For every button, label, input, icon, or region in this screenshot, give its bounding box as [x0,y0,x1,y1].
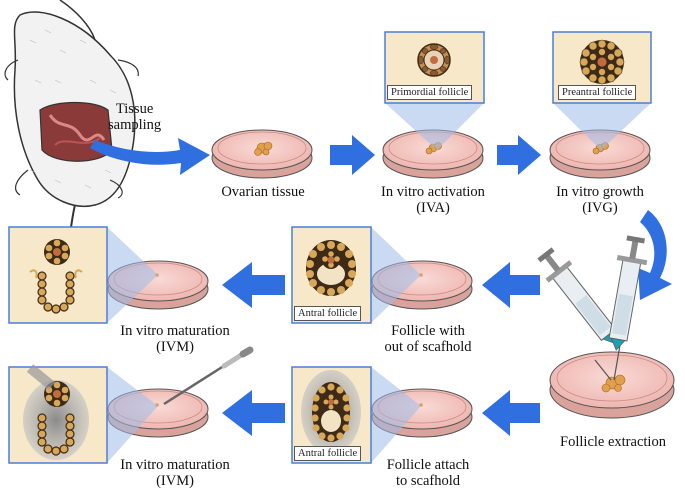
label-tissue-sampling: Tissue sampling [108,101,162,133]
arrow-to-ivg [497,135,541,175]
syringe-left [537,247,617,381]
inset-ivm-top [8,226,158,324]
arrow-extraction-to-attach [482,390,540,436]
caption-primordial-follicle: Primordial follicle [387,85,473,100]
label-ovarian-tissue: Ovarian tissue [221,184,305,200]
caption-antral-follicle-bottom: Antral follicle [294,446,362,461]
label-follicle-attach: Follicle attach to scafhold [386,457,470,489]
arrow-tissue-sampling [90,138,210,175]
arrow-out-to-ivm-top [222,262,285,308]
label-ivm-top: In vitro maturation (IVM) [120,323,230,355]
inset-preantral [552,31,652,150]
petri-dish-extraction [549,351,675,419]
label-iva: In vitro activation (IVA) [381,184,485,216]
inset-ivm-bottom [8,364,158,464]
label-out-of-scaffold: Follicle with out of scafhold [384,323,472,355]
caption-preantral-follicle: Preantral follicle [558,85,637,100]
syringe-right [608,235,648,381]
arrow-attach-to-ivm-bottom [222,390,285,436]
process-arrows [90,135,672,436]
label-follicle-extraction: Follicle extraction [560,434,666,450]
label-ivg: In vitro growth (IVG) [556,184,644,216]
arrow-to-iva [330,135,375,175]
caption-antral-follicle-top: Antral follicle [294,306,362,321]
petri-dish-ovarian [211,129,313,179]
petri-dish-iva [382,129,484,179]
label-ivm-bottom: In vitro maturation (IVM) [120,457,230,489]
arrow-extraction-to-out [482,262,540,308]
arrow-ivg-to-extraction [638,210,672,300]
pipette [163,346,254,406]
petri-dish-ivg [549,129,651,179]
